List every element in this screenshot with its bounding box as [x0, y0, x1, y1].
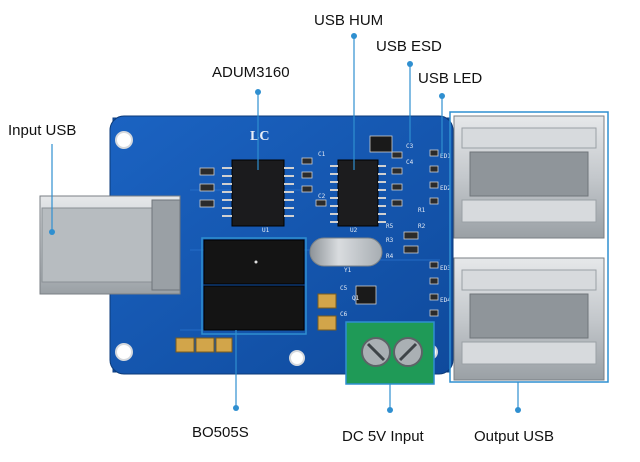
transistor: [355, 285, 377, 305]
svg-text:C3: C3: [406, 143, 414, 150]
svg-text:C1: C1: [318, 151, 326, 158]
svg-text:U1: U1: [262, 227, 270, 234]
mounting-hole: [115, 343, 133, 361]
bo505s-callout-box: [201, 237, 307, 335]
tantalum-capacitors: [175, 293, 337, 353]
svg-text:ED1: ED1: [440, 153, 451, 160]
svg-text:C2: C2: [318, 193, 326, 200]
svg-text:ED4: ED4: [440, 297, 451, 304]
svg-text:R3: R3: [386, 237, 394, 244]
label-adum3160: ADUM3160: [212, 64, 290, 81]
input-usb-b-connector: [39, 195, 181, 295]
label-input-usb: Input USB: [8, 122, 77, 139]
leader-lines: [49, 33, 521, 413]
svg-text:ED2: ED2: [440, 185, 451, 192]
label-bo505s: BO505S: [192, 424, 249, 441]
esd-chip: [369, 135, 393, 153]
output-usb-connector-bottom: [453, 257, 605, 381]
svg-text:R2: R2: [418, 223, 426, 230]
crystal-oscillator: [309, 237, 383, 267]
dc-5v-terminal-block: [345, 321, 435, 385]
label-dc-5v-input: DC 5V Input: [342, 428, 424, 445]
svg-text:ED3: ED3: [440, 265, 451, 272]
label-output-usb: Output USB: [474, 428, 555, 445]
output-usb-connector-top: [453, 115, 605, 239]
board-logo: LC: [250, 129, 269, 144]
svg-text:U2: U2: [350, 227, 358, 234]
label-usb-hum: USB HUM: [314, 12, 384, 29]
label-usb-led: USB LED: [418, 70, 483, 87]
bo505s-module: [203, 239, 305, 331]
usb-hub-chip: [330, 159, 386, 227]
mounting-hole: [115, 131, 133, 149]
svg-text:R4: R4: [386, 253, 394, 260]
svg-text:C6: C6: [340, 311, 348, 318]
svg-text:Q1: Q1: [352, 295, 360, 302]
output-usb-callout-box: [449, 111, 609, 383]
svg-text:R1: R1: [418, 207, 426, 214]
mounting-hole: [289, 350, 305, 366]
svg-text:C4: C4: [406, 159, 414, 166]
silkscreen-refs: C1 C2 C3 C4 C5 C6 R1 R2 R3 R4 R5 ED1 ED2…: [262, 143, 451, 318]
label-usb-esd: USB ESD: [376, 38, 442, 55]
svg-text:R5: R5: [386, 223, 394, 230]
svg-text:C5: C5: [340, 285, 348, 292]
svg-text:Y1: Y1: [344, 267, 352, 274]
smd-components: [199, 149, 439, 317]
